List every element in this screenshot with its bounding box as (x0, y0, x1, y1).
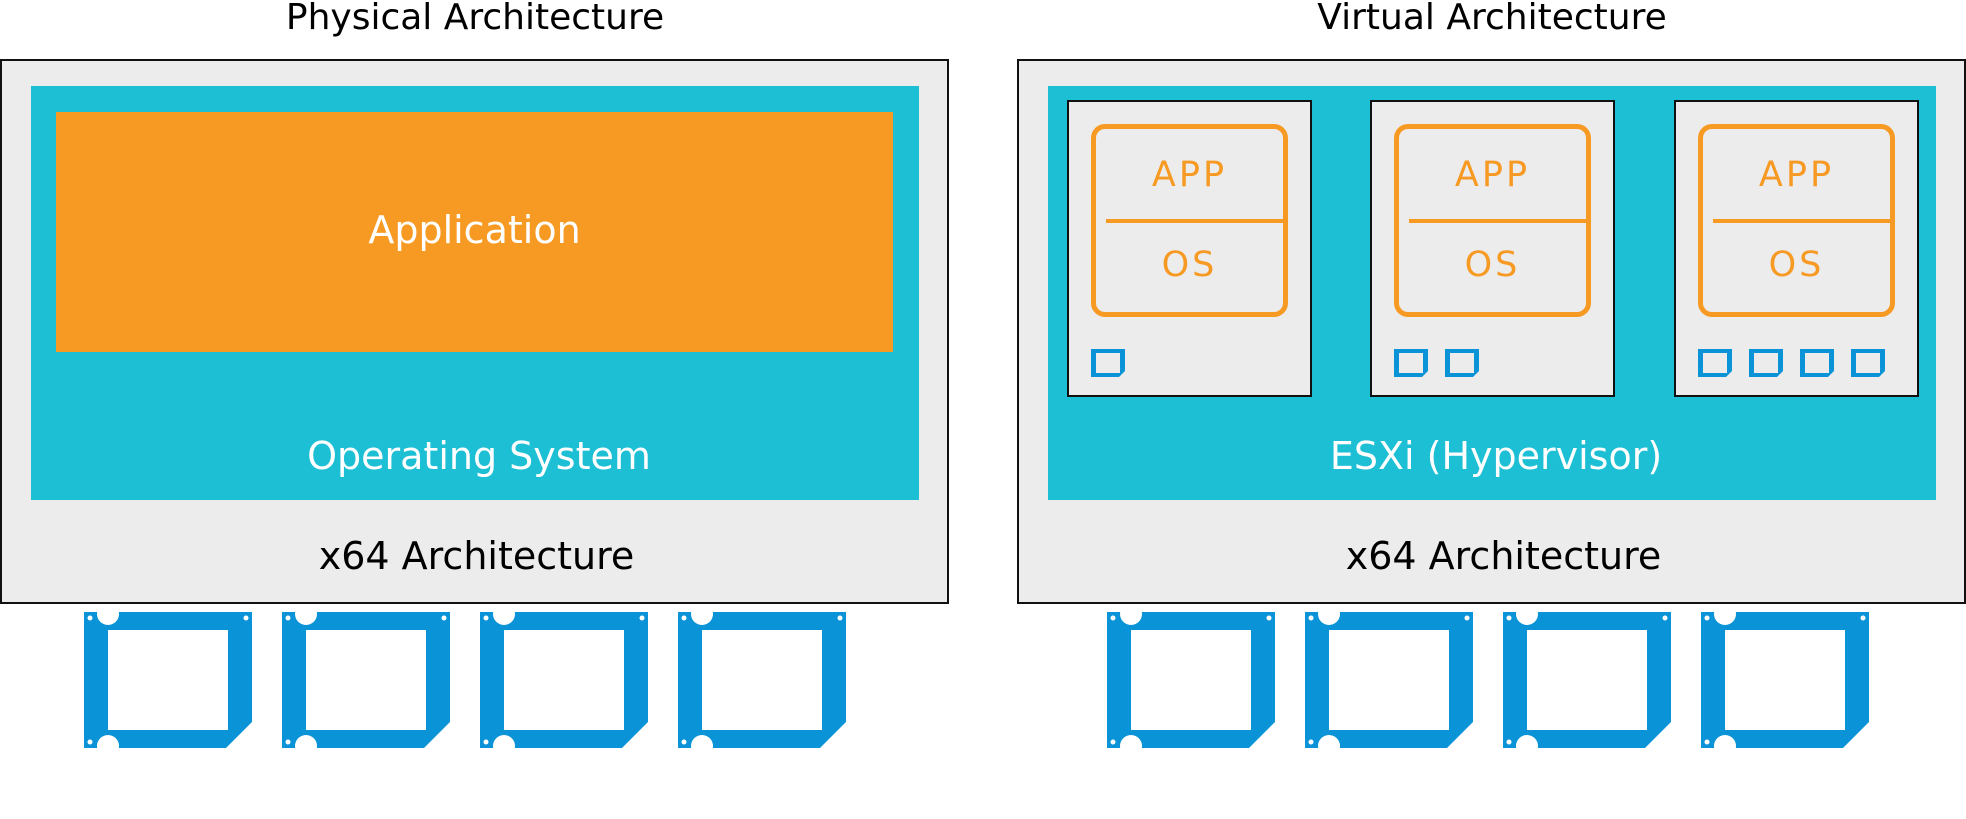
vm-app-label: APP (1151, 155, 1228, 195)
vm-os-label: OS (1464, 245, 1521, 285)
cpu-icon (1503, 603, 1671, 757)
vm-app-label: APP (1454, 155, 1531, 195)
vm-divider (1409, 219, 1586, 223)
virtual-machine: APP OS (1674, 100, 1919, 397)
cpu-icon (282, 603, 450, 757)
cpu-icon (84, 603, 252, 757)
vcpu-icon (1394, 349, 1428, 381)
virtual-x64-label: x64 Architecture (1345, 534, 1662, 578)
virtual-machine: APP OS (1067, 100, 1312, 397)
cpu-icon (480, 603, 648, 757)
vm-guest-card: APP OS (1394, 124, 1591, 317)
vm-app-label: APP (1758, 155, 1835, 195)
vcpu-icon (1851, 349, 1885, 381)
physical-architecture-title: Physical Architecture (285, 0, 665, 38)
vm-divider (1713, 219, 1890, 223)
application-label: Application (368, 208, 581, 252)
cpu-icon (1701, 603, 1869, 757)
vcpu-icon (1800, 349, 1834, 381)
vm-guest-card: APP OS (1091, 124, 1288, 317)
vm-os-label: OS (1768, 245, 1825, 285)
hypervisor-label: ESXi (Hypervisor) (1329, 434, 1663, 478)
physical-x64-label: x64 Architecture (318, 534, 635, 578)
virtual-machine: APP OS (1370, 100, 1615, 397)
vm-os-label: OS (1161, 245, 1218, 285)
vcpu-icon (1445, 349, 1479, 381)
virtual-architecture-title: Virtual Architecture (1317, 0, 1667, 38)
vcpu-icon (1749, 349, 1783, 381)
application-layer (56, 112, 893, 352)
vm-divider (1106, 219, 1283, 223)
cpu-icon (1305, 603, 1473, 757)
operating-system-label: Operating System (307, 434, 651, 478)
vm-guest-card: APP OS (1698, 124, 1895, 317)
cpu-icon (1107, 603, 1275, 757)
cpu-icon (678, 603, 846, 757)
vcpu-icon (1091, 349, 1125, 381)
vcpu-icon (1698, 349, 1732, 381)
